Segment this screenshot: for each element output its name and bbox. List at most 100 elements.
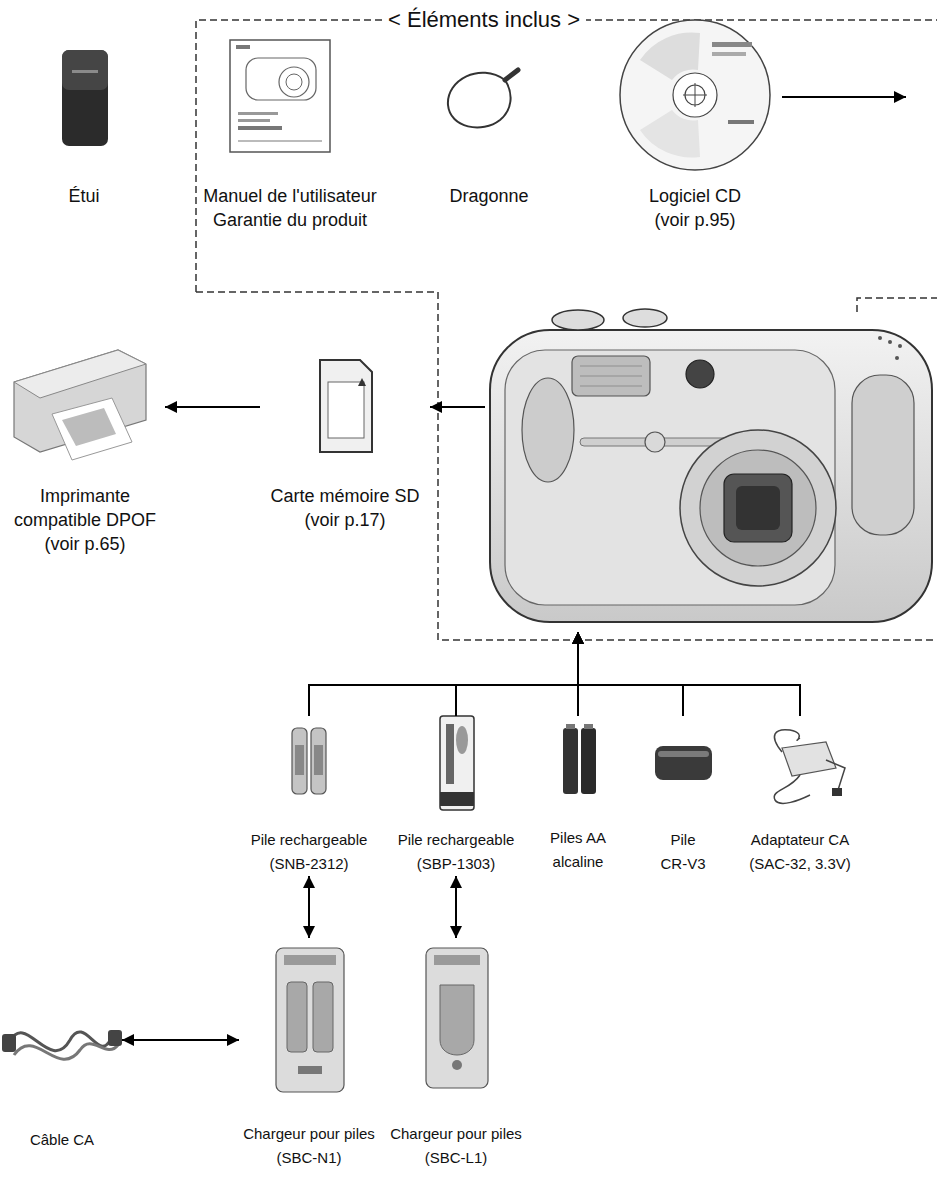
manual-print-line: [238, 119, 270, 122]
camera-item: [485, 300, 937, 632]
connector-arrow: [578, 632, 683, 716]
case-body: [62, 50, 108, 146]
charger-slot: [313, 982, 333, 1052]
battery-terminal: [566, 724, 575, 729]
item-caption: Pile rechargeable (SBP-1303): [391, 828, 521, 876]
connector-arrow: [122, 1039, 239, 1041]
cable-coil: [14, 1044, 118, 1060]
dashed-bracket: [196, 292, 937, 640]
item-caption: Piles AA alcaline: [538, 826, 618, 874]
battery-cell: [581, 728, 596, 794]
flash: [572, 356, 650, 396]
connector-arrow: [309, 632, 578, 716]
memory-card-item: Carte mémoire SD (voir p.17): [260, 350, 430, 532]
battery-item: Pile rechargeable (SBP-1303): [391, 716, 521, 876]
speaker-hole: [898, 344, 902, 348]
manual-print-line: [238, 126, 282, 130]
printer-photo: [62, 408, 116, 446]
charger-item: Chargeur pour piles (SBC-N1): [239, 938, 379, 1170]
battery-print: [314, 745, 323, 775]
adapter-plug: [826, 760, 845, 790]
viewfinder: [686, 360, 714, 388]
item-caption: Logiciel CD (voir p.95): [633, 184, 758, 232]
printer-paper: [52, 398, 132, 460]
manual-print-line: [238, 112, 278, 115]
item-caption: Imprimante compatible DPOF (voir p.65): [5, 484, 165, 556]
battery-cell: [311, 728, 326, 794]
printer-illustration: [14, 350, 146, 460]
manual-print-line: [238, 140, 322, 142]
charger-n1-illustration: [276, 948, 344, 1092]
manual-camera-sketch: [286, 74, 302, 90]
adapter-cable: [774, 730, 800, 752]
adapter-cable: [774, 775, 810, 803]
charger-led: [298, 1066, 322, 1074]
connector-arrow: [578, 632, 800, 716]
sd-card-illustration: [320, 360, 372, 452]
alkaline-battery-illustration: [563, 724, 596, 794]
charger-logo: [434, 955, 480, 965]
battery-pack-illustration: [440, 716, 474, 810]
camera-grip: [852, 375, 914, 535]
battery-pack-band: [440, 792, 474, 806]
item-caption: Pile CR-V3: [656, 828, 711, 876]
nimh-battery-illustration: [292, 728, 326, 794]
cd-print: [728, 120, 754, 124]
adapter-plug: [832, 788, 842, 796]
item-caption: Dragonne: [449, 184, 528, 208]
battery-item: Pile CR-V3: [653, 716, 713, 876]
charger-body: [276, 948, 344, 1092]
ac-cable-illustration: [2, 1030, 122, 1059]
cd-illustration: [620, 20, 770, 170]
cd-hub: [673, 73, 717, 117]
connector-arrow: [456, 632, 578, 716]
sd-card-label: [328, 382, 364, 438]
cable-item: Câble CA: [2, 985, 122, 1152]
adapter-item: Adaptateur CA (SAC-32, 3.3V): [738, 716, 863, 876]
item-caption: Adaptateur CA (SAC-32, 3.3V): [738, 828, 863, 876]
item-caption: Chargeur pour piles (SBC-L1): [386, 1122, 526, 1170]
case-item: Étui: [44, 45, 124, 208]
cd-cross: [683, 83, 707, 107]
camera-body: [490, 330, 932, 622]
charger-slot: [440, 985, 474, 1055]
connector-arrow: [165, 406, 260, 408]
strap-end: [505, 70, 518, 80]
charger-item: Chargeur pour piles (SBC-L1): [386, 938, 526, 1170]
case-flap: [62, 50, 108, 90]
item-caption: Carte mémoire SD (voir p.17): [260, 484, 430, 532]
connector-arrow: [577, 632, 579, 716]
connector-arrow: [430, 406, 485, 408]
item-caption: Câble CA: [30, 1128, 94, 1152]
charger-body: [426, 948, 488, 1088]
charger-slot: [287, 982, 307, 1052]
speaker-hole: [888, 340, 892, 344]
manual-camera-sketch: [246, 58, 316, 100]
battery-item: Pile rechargeable (SNB-2312): [244, 716, 374, 876]
continuation-arrow: [782, 96, 906, 98]
manual-cover: [230, 40, 330, 152]
flash-lines: [580, 366, 642, 386]
case-illustration: [62, 50, 108, 146]
battery-item: Piles AA alcaline: [538, 716, 618, 874]
dashed-bracket: [857, 298, 937, 312]
speaker-hole: [895, 356, 899, 360]
adapter-box: [782, 742, 836, 776]
printer-item: Imprimante compatible DPOF (voir p.65): [5, 335, 165, 556]
battery-pack-body: [440, 716, 474, 810]
cd-item: Logiciel CD (voir p.95): [615, 18, 775, 232]
cd-disc: [620, 20, 770, 170]
item-caption: Manuel de l'utilisateur: [203, 184, 377, 208]
manual-camera-sketch: [279, 67, 309, 97]
crv3-battery-illustration: [655, 746, 712, 780]
battery-pack-print: [446, 724, 454, 784]
lens-window: [724, 474, 792, 542]
cable-coil: [10, 1032, 112, 1051]
camera-illustration: [490, 309, 932, 622]
lens-cover-dial: [522, 378, 574, 482]
manual-item: Manuel de l'utilisateurGarantie du produ…: [180, 35, 400, 232]
sd-card-notch: [358, 378, 366, 386]
